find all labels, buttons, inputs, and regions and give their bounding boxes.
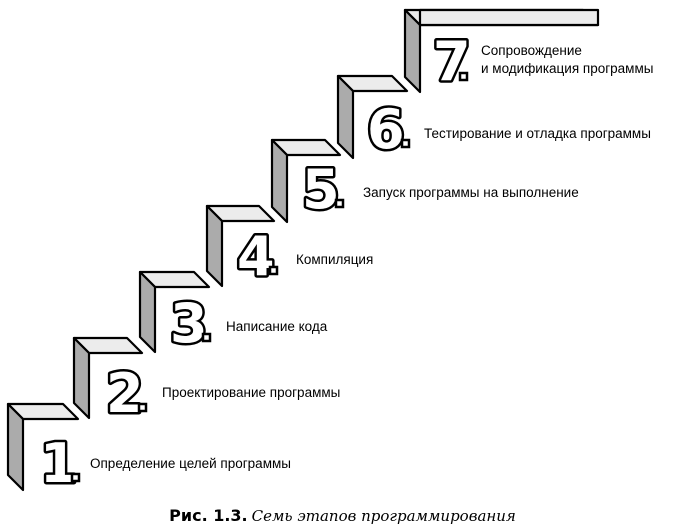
step-label-4: Компиляция: [296, 252, 373, 267]
top-landing: [418, 8, 600, 27]
step-label-3: Написание кода: [226, 319, 328, 334]
step-number-3: 3: [170, 292, 208, 355]
step-riser-2: [72, 336, 91, 420]
step-number-7: 7: [433, 30, 471, 93]
step-riser-3: [138, 270, 157, 354]
step-riser-4: [205, 204, 224, 288]
figure-caption: Рис. 1.3. Семь этапов программирования: [0, 506, 685, 526]
step-number-2: 2: [106, 362, 144, 425]
step-label-5: Запуск программы на выполнение: [363, 185, 579, 200]
step-label-7-line1: Сопровождение: [481, 43, 582, 58]
step-dot-5: [334, 198, 345, 209]
staircase-shapes: [6, 8, 600, 492]
staircase-diagram: 1 2 3 4 5 6 7 Определение целей программ…: [6, 8, 653, 498]
step-riser-1: [6, 402, 25, 492]
step-number-1: 1: [40, 432, 78, 495]
step-number-6: 6: [367, 98, 405, 161]
step-riser-6: [336, 74, 355, 160]
figure-label: Рис. 1.3.: [169, 506, 248, 525]
step-dot-7: [458, 71, 469, 82]
step-riser-7: [403, 8, 422, 94]
step-number-4: 4: [237, 225, 275, 288]
step-label-6: Тестирование и отладка программы: [424, 126, 651, 141]
step-label-7-line2: и модификация программы: [481, 61, 653, 76]
step-dot-1: [70, 472, 81, 483]
step-dot-6: [400, 138, 411, 149]
step-dot-4: [268, 265, 279, 276]
step-riser-5: [270, 138, 289, 224]
step-label-2: Проектирование программы: [162, 385, 340, 400]
step-label-1: Определение целей программы: [90, 456, 291, 471]
step-dot-2: [137, 402, 148, 413]
figure-title: Семь этапов программирования: [251, 507, 516, 525]
step-dot-3: [201, 332, 212, 343]
step-number-5: 5: [302, 158, 340, 221]
